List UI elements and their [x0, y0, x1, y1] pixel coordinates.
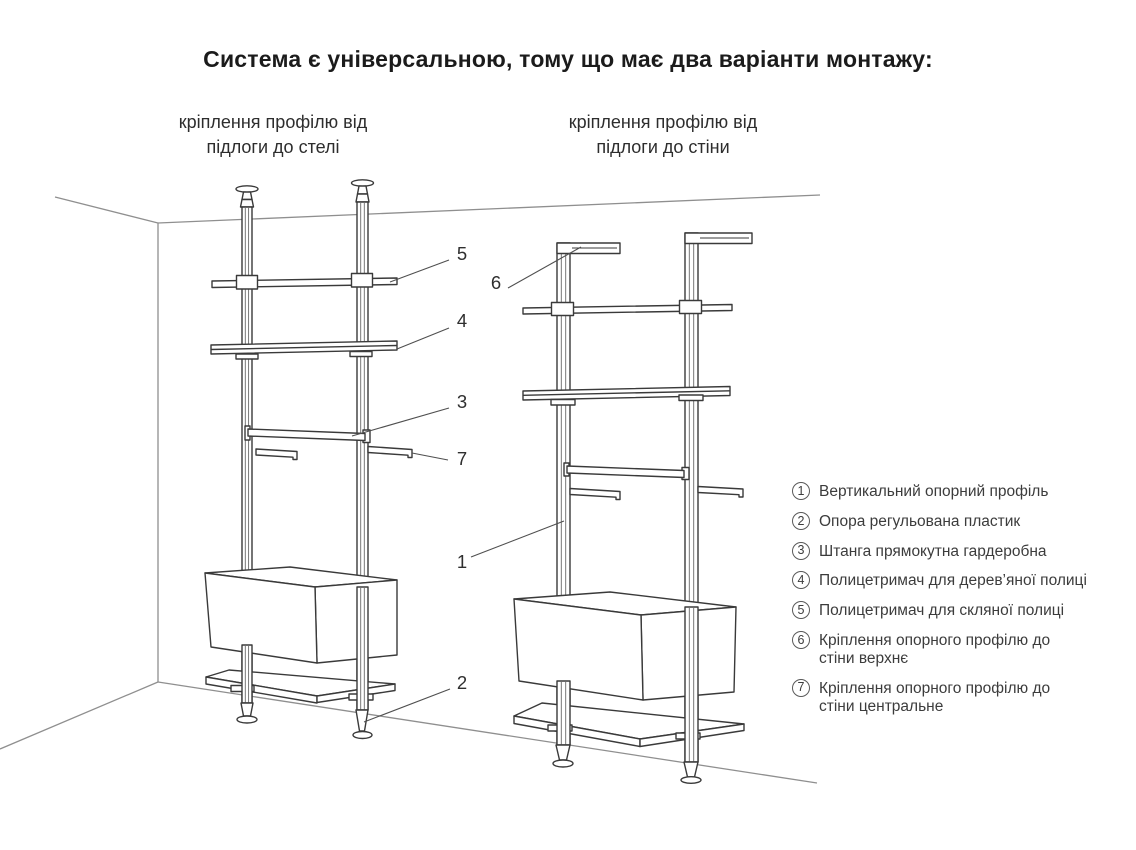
legend-item-text: Вертикальний опорний профіль — [819, 483, 1049, 500]
callout-number-2: 2 — [456, 671, 468, 693]
callout-number-5: 5 — [456, 242, 468, 264]
room-outline — [0, 194, 821, 784]
floor-foot-right — [680, 761, 702, 785]
legend-item-number: 5 — [792, 601, 810, 620]
glass-shelf-holder — [678, 299, 703, 315]
legend-item: 3 Штанга прямокутна гардеробна — [792, 541, 1126, 561]
callout-number-4: 4 — [456, 309, 468, 331]
bottom-shelf — [513, 702, 745, 748]
wooden-shelf-holder — [349, 350, 373, 358]
unit-floor-to-wall — [513, 232, 753, 785]
legend-item-number: 3 — [792, 541, 810, 560]
variant-label-floor-to-ceiling: кріплення профілю від підлоги до стелі — [113, 110, 433, 160]
legend-item: 1 Вертикальний опорний профіль — [792, 482, 1126, 501]
unit-floor-to-ceiling — [204, 179, 413, 740]
hanging-rod — [563, 462, 690, 481]
legend-item-number: 6 — [792, 631, 810, 650]
callout-number-3: 3 — [456, 390, 468, 412]
callout-number-6: 6 — [490, 271, 502, 293]
legend-item-text: Полицетримач для скляної полиці — [819, 602, 1065, 620]
vertical-profile-left-front — [556, 680, 571, 746]
bottom-shelf — [205, 669, 396, 704]
legend-item: 7 Кріплення опорного профілю до стіни це… — [792, 678, 1126, 716]
glass-shelf — [522, 299, 733, 317]
legend-item-number: 2 — [792, 511, 810, 530]
wooden-shelf — [210, 340, 398, 360]
glass-shelf-holder — [350, 272, 374, 288]
legend-item-text: Опора регульована пластик — [819, 512, 1021, 530]
drawer-box — [204, 566, 398, 664]
central-bracket — [569, 485, 744, 501]
wooden-shelf — [522, 385, 731, 406]
floor-foot-left — [552, 744, 574, 768]
legend-item-text: Кріплення опорного профілю до стіни верх… — [819, 632, 1051, 667]
glass-shelf — [211, 272, 398, 290]
top-wall-bracket — [556, 232, 753, 255]
callout-number-7: 7 — [456, 447, 468, 469]
wooden-shelf-holder — [235, 353, 259, 360]
vertical-profile-right-front — [684, 606, 699, 763]
variant-label-line: кріплення профілю від — [178, 112, 368, 132]
variant-label-floor-to-wall: кріплення профілю від підлоги до стіни — [503, 110, 823, 160]
hanging-rod — [244, 425, 371, 444]
floor-foot-left — [236, 702, 258, 724]
page-title: Система є універсальною, тому що має два… — [203, 46, 933, 72]
drawer-box — [513, 591, 737, 701]
wooden-shelf-holder — [678, 394, 704, 402]
vertical-profile-left-front — [241, 644, 253, 704]
callout-number-1: 1 — [456, 550, 468, 572]
variant-label-line: підлоги до стіни — [596, 136, 730, 157]
callout-leader-lines — [351, 246, 582, 723]
central-bracket — [255, 445, 413, 461]
floor-foot-right — [352, 709, 373, 740]
legend-item-text: Штанга прямокутна гардеробна — [819, 542, 1047, 560]
glass-shelf-holder — [235, 274, 259, 290]
legend-item-number: 4 — [792, 571, 810, 590]
legend-item: 2 Опора регульована пластик — [792, 511, 1126, 531]
variant-label-line: кріплення профілю від — [568, 112, 758, 132]
legend-item: 5 Полицетримач для скляної полиці — [792, 601, 1126, 620]
ceiling-foot-right — [350, 179, 375, 203]
glass-shelf-holder — [550, 301, 575, 317]
vertical-profile-right-front — [356, 586, 369, 711]
legend-item: 6 Кріплення опорного профілю до стіни ве… — [792, 631, 1126, 668]
legend-item: 4 Полицетримач для дерев’яної полиці — [792, 571, 1126, 590]
legend-item-text: Кріплення опорного профілю до стіни цент… — [819, 679, 1051, 715]
legend-item-number: 1 — [792, 482, 810, 500]
wooden-shelf-holder — [550, 398, 576, 406]
legend-item-number: 7 — [792, 678, 810, 697]
parts-legend: 1 Вертикальний опорний профіль 2 Опора р… — [792, 482, 1126, 715]
legend-item-text: Полицетримач для дерев’яної полиці — [819, 572, 1087, 590]
variant-label-line: підлоги до стелі — [206, 136, 340, 157]
ceiling-foot-left — [235, 185, 259, 208]
